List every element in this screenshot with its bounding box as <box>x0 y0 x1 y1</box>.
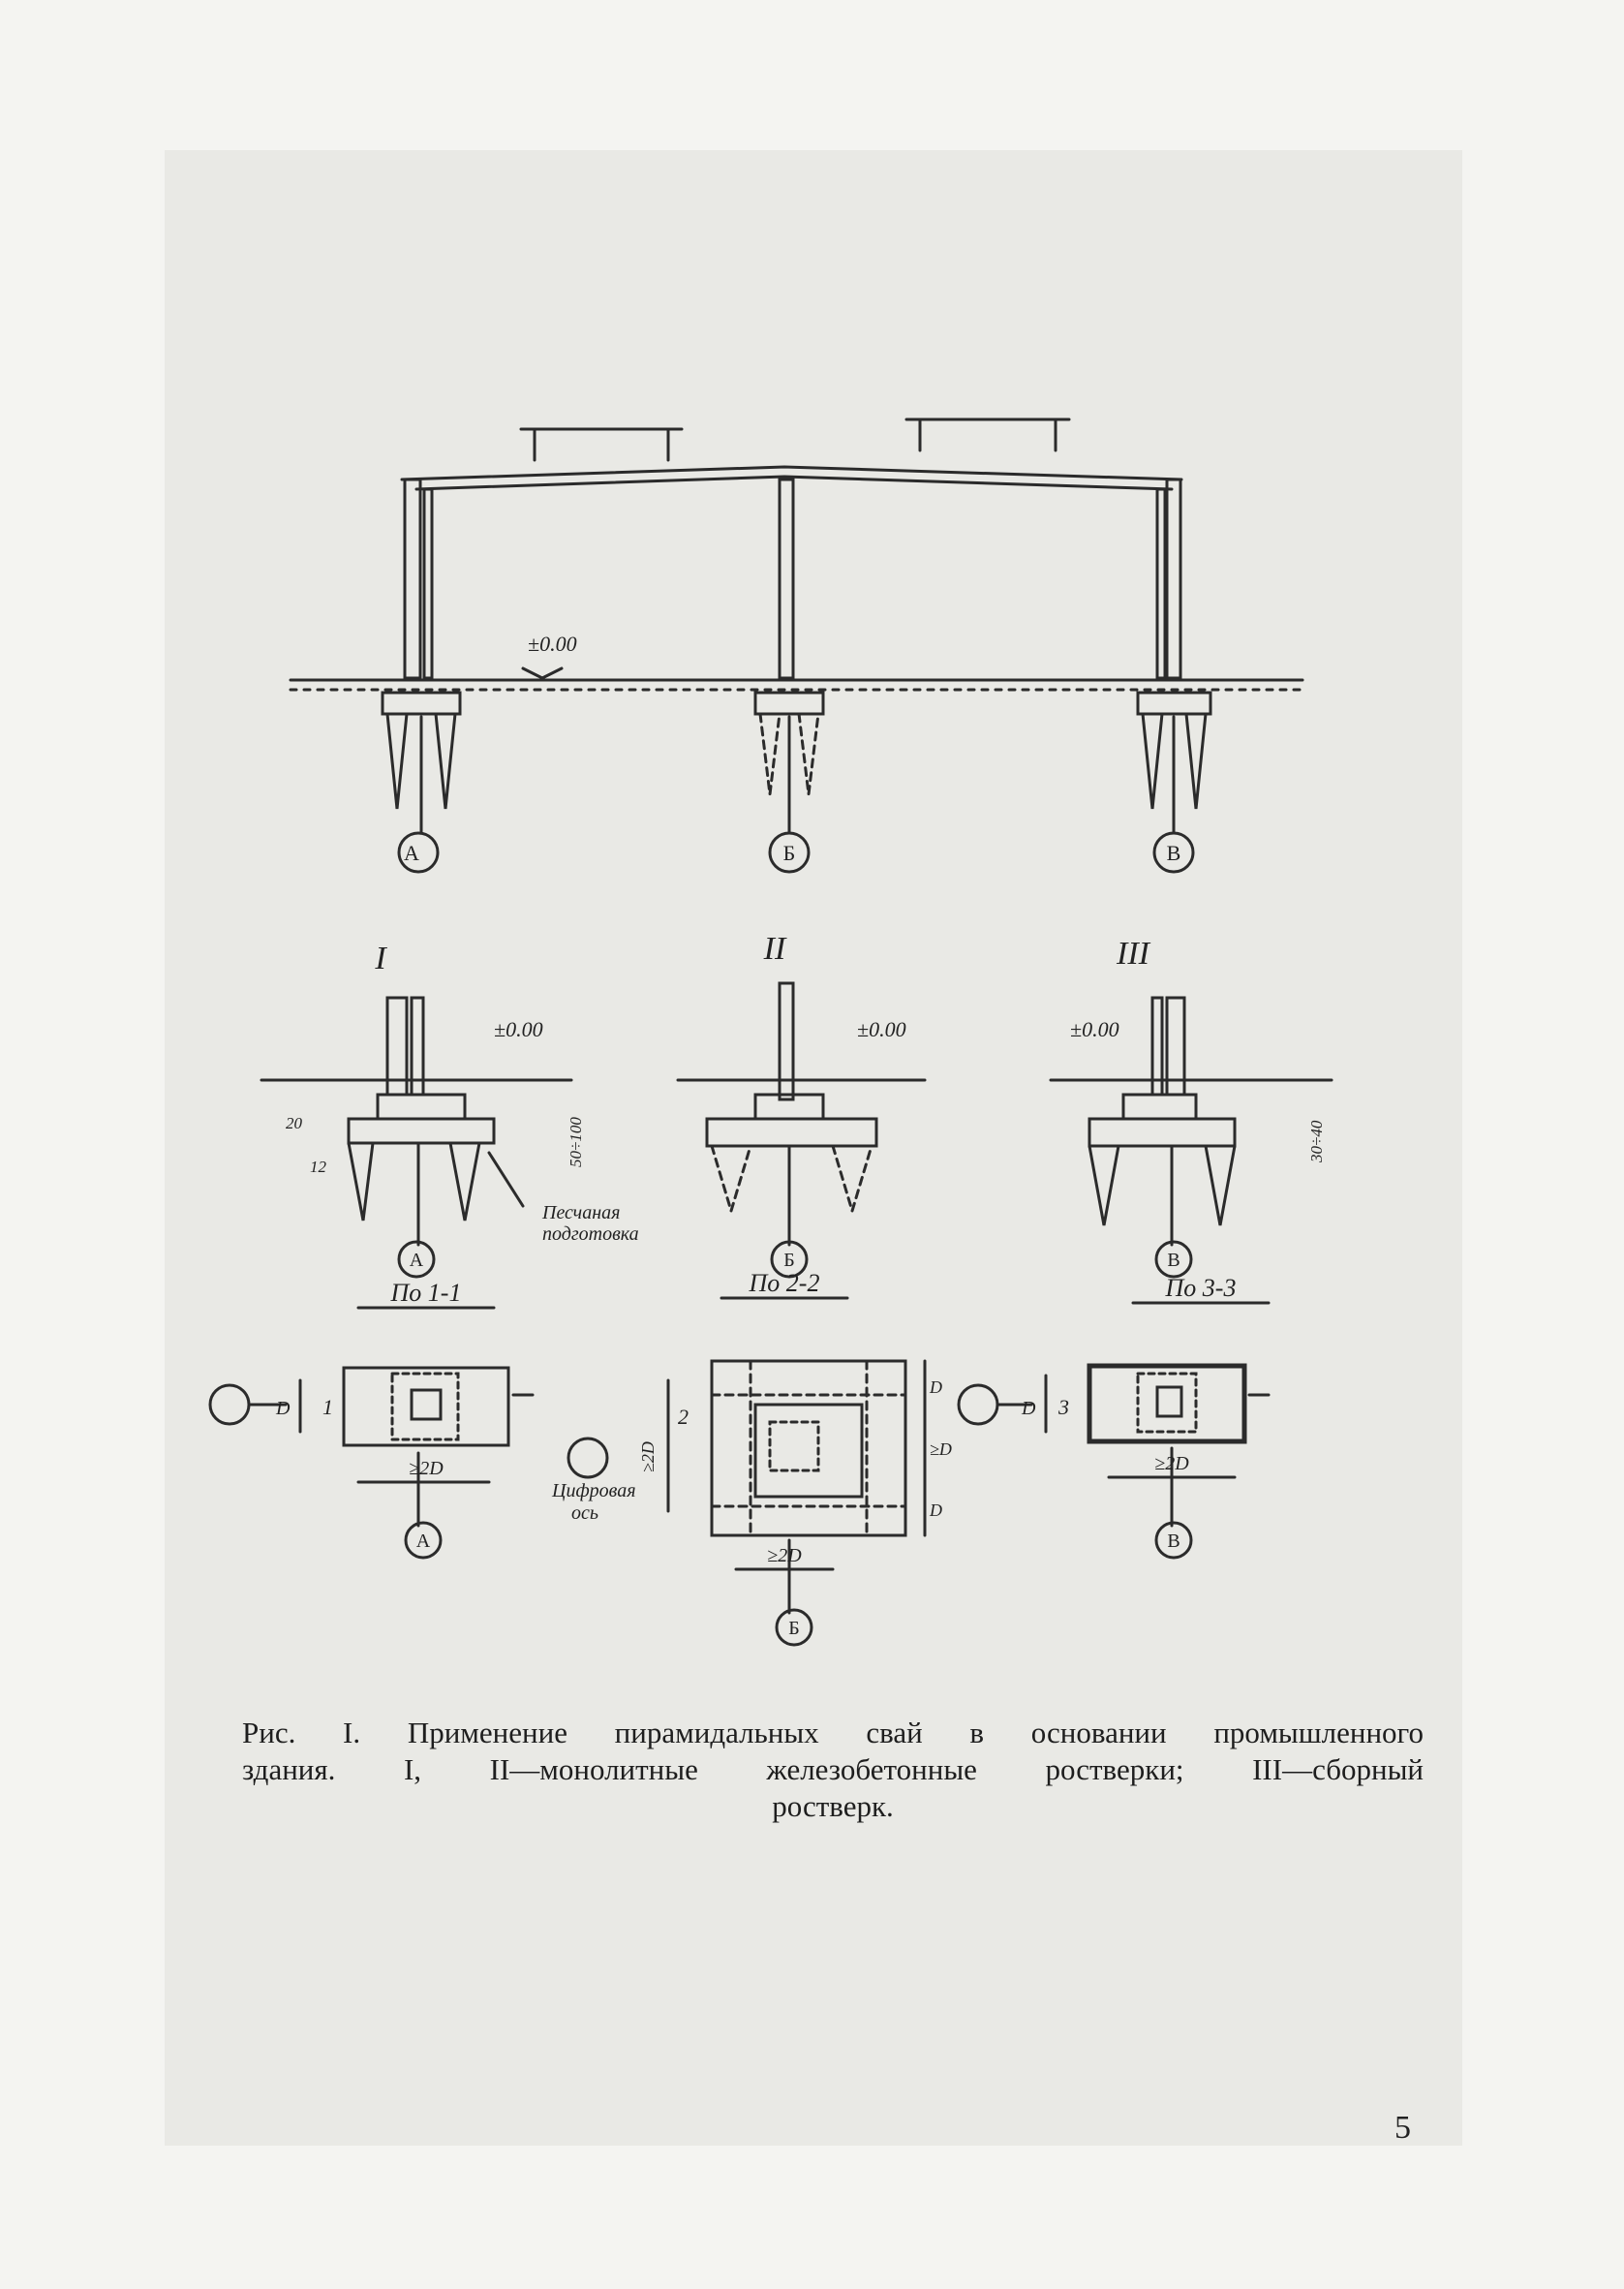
plan-3-section-mark: 3 <box>1057 1395 1069 1419</box>
plan-2-2-title: По 2-2 <box>749 1269 820 1297</box>
caption-line-3: ростверк. <box>772 1789 894 1823</box>
plan-2-dim-right-2: ≥D <box>930 1439 952 1459</box>
detail-I-dim-12: 12 <box>310 1158 327 1176</box>
figure-caption: Рис. I. Применение пирамидальных свай в … <box>242 1715 1424 1825</box>
detail-II-elevation: ±0.00 <box>857 1017 906 1041</box>
building-section <box>289 418 1304 874</box>
printed-area <box>165 150 1462 2146</box>
callout-sand-1: Песчаная <box>541 1202 620 1223</box>
detail-III <box>1049 996 1333 1279</box>
detail-I-dim-50-100: 50÷100 <box>567 1117 585 1167</box>
detail-III-dim-30-40: 30÷40 <box>1307 1120 1326 1163</box>
detail-I-axis: А <box>410 1250 424 1271</box>
axis-b-label: Б <box>783 841 796 865</box>
detail-III-axis: В <box>1167 1250 1180 1271</box>
callout-axis-2: ось <box>571 1502 598 1524</box>
caption-line-1: Рис. I. Применение пирамидальных свай в … <box>242 1716 1424 1749</box>
detail-I-title: I <box>374 941 387 976</box>
plan-3-dim-side: D <box>1021 1398 1036 1419</box>
callout-sand-2: подготовка <box>542 1223 639 1245</box>
detail-III-title: III <box>1116 936 1151 972</box>
axis-a-label: А <box>404 841 419 865</box>
plan-2-dim-side: ≥2D <box>638 1441 658 1472</box>
detail-I <box>260 996 573 1279</box>
plan-3-3 <box>957 1301 1271 1560</box>
callout-axis-1: Цифровая <box>551 1480 635 1501</box>
plan-1-dim-bottom: ≥2D <box>409 1458 444 1479</box>
plan-1-section-mark: 1 <box>322 1395 333 1419</box>
page-number: 5 <box>1394 2110 1411 2146</box>
plan-2-dim-right-1: D <box>929 1377 942 1397</box>
plan-2-dim-bottom: ≥2D <box>767 1545 802 1566</box>
plan-1-dim-side: D <box>275 1398 291 1419</box>
detail-III-elevation: ±0.00 <box>1070 1017 1119 1041</box>
plan-2-dim-right-3: D <box>929 1500 942 1520</box>
plan-3-3-title: По 3-3 <box>1165 1274 1237 1302</box>
detail-I-dim-20: 20 <box>286 1114 303 1132</box>
detail-II <box>676 981 927 1279</box>
plan-2-axis: Б <box>788 1618 799 1639</box>
plan-3-dim-bottom: ≥2D <box>1154 1453 1189 1474</box>
plan-2-2 <box>567 1296 927 1647</box>
plan-1-1 <box>208 1306 535 1560</box>
plan-3-axis: В <box>1167 1531 1180 1552</box>
axis-v-label: В <box>1167 841 1181 865</box>
elevation-main: ±0.00 <box>528 632 577 656</box>
plan-1-1-title: По 1-1 <box>390 1279 462 1307</box>
detail-II-title: II <box>763 931 787 967</box>
plan-2-section-mark: 2 <box>678 1405 689 1429</box>
caption-line-2: здания. I, II—монолитные железобетонные … <box>242 1752 1424 1786</box>
plan-1-axis: А <box>416 1531 431 1552</box>
detail-I-elevation: ±0.00 <box>494 1017 543 1041</box>
detail-II-axis: Б <box>783 1250 794 1271</box>
